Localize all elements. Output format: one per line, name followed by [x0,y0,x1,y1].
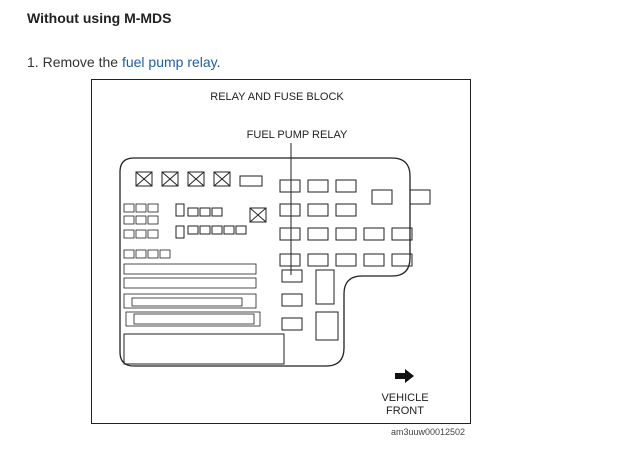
left-fuse-grid [123,203,171,259]
middle-relay-group [175,203,267,239]
fuel-pump-relay-link[interactable]: fuel pump relay [121,54,217,70]
top-relay-row [135,171,263,187]
blank-area [123,333,285,365]
step-1: 1. Remove the fuel pump relay. [27,54,221,70]
step-text-prefix: Remove the [42,54,122,70]
relay-fuse-block-diagram: RELAY AND FUSE BLOCK FUEL PUMP RELAY [119,91,431,417]
right-relay-columns [279,179,431,331]
fuse-strips [123,263,261,327]
right-arrow-icon [395,369,414,383]
section-heading: Without using M-MDS [27,10,172,26]
fuel-pump-relay-callout: FUEL PUMP RELAY [247,129,348,141]
figure-title: RELAY AND FUSE BLOCK [210,91,344,103]
relay-block-b [315,311,339,341]
figure-id: am3uuw00012502 [391,427,466,437]
block-outline [119,157,411,367]
vehicle-front-label-line1: VEHICLE [381,392,428,404]
relay-fuse-block-figure: RELAY AND FUSE BLOCK FUEL PUMP RELAY [91,79,471,424]
step-number: 1. [27,54,39,70]
step-text-suffix: . [216,54,221,70]
relay-block-a [315,269,335,305]
vehicle-front-label-line2: FRONT [386,405,424,417]
